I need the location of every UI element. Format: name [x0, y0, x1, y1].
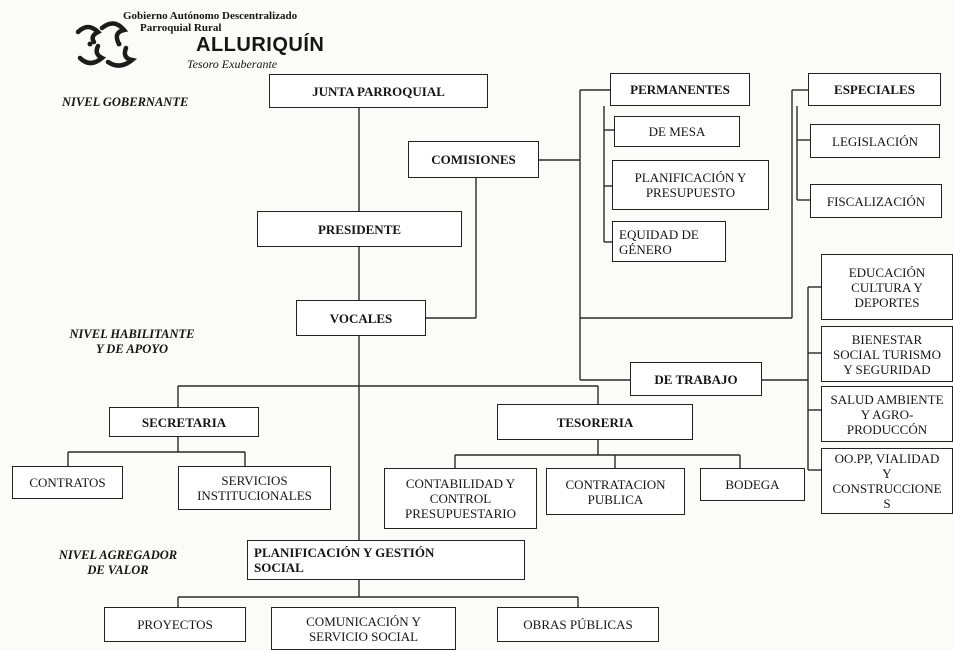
org-name-line1: Gobierno Autónomo Descentralizado [123, 10, 298, 22]
node-proyectos: PROYECTOS [104, 607, 246, 642]
node-permanentes: PERMANENTES [610, 73, 750, 106]
node-bienestar-social: BIENESTAR SOCIAL TURISMO Y SEGURIDAD [821, 326, 953, 382]
node-bodega: BODEGA [700, 468, 805, 501]
node-de-mesa: DE MESA [614, 116, 740, 147]
node-legislacion: LEGISLACIÓN [810, 124, 940, 158]
node-obras-vialidad: OO.PP, VIALIDAD Y CONSTRUCCIONE S [821, 448, 953, 514]
node-vocales: VOCALES [296, 300, 426, 336]
node-especiales: ESPECIALES [808, 73, 941, 106]
node-servicios-institucionales: SERVICIOS INSTITUCIONALES [178, 466, 331, 510]
level-gobernante: NIVEL GOBERNANTE [62, 95, 189, 109]
node-educacion-cultura-deportes: EDUCACIÓN CULTURA Y DEPORTES [821, 254, 953, 320]
node-comunicacion-servicio-social: COMUNICACIÓN Y SERVICIO SOCIAL [271, 607, 456, 650]
level-habilitante: NIVEL HABILITANTE Y DE APOYO [69, 327, 195, 356]
node-fiscalizacion: FISCALIZACIÓN [810, 184, 942, 218]
node-planificacion-gestion-social: PLANIFICACIÓN Y GESTIÓN SOCIAL [247, 540, 525, 580]
parish-name: ALLURIQUÍN [196, 34, 325, 56]
node-equidad-genero: EQUIDAD DE GÉNERO [612, 221, 726, 262]
org-name-line2: Parroquial Rural [140, 22, 222, 34]
node-secretaria: SECRETARIA [109, 407, 259, 437]
node-contratacion-publica: CONTRATACION PUBLICA [546, 468, 685, 515]
node-salud-ambiente: SALUD AMBIENTE Y AGRO- PRODUCCÓN [821, 386, 953, 442]
node-junta-parroquial: JUNTA PARROQUIAL [269, 74, 488, 108]
node-presidente: PRESIDENTE [257, 211, 462, 247]
level-agregador: NIVEL AGREGADOR DE VALOR [58, 548, 178, 577]
node-obras-publicas: OBRAS PÚBLICAS [497, 607, 659, 642]
parish-logo-icon [75, 21, 138, 68]
node-tesoreria: TESORERIA [497, 404, 693, 440]
node-contabilidad: CONTABILIDAD Y CONTROL PRESUPUESTARIO [384, 468, 537, 529]
node-contratos: CONTRATOS [12, 466, 123, 499]
parish-tagline: Tesoro Exuberante [187, 57, 278, 71]
node-de-trabajo: DE TRABAJO [630, 362, 762, 396]
node-comisiones: COMISIONES [408, 141, 539, 178]
node-planificacion-presupuesto: PLANIFICACIÓN Y PRESUPUESTO [612, 160, 769, 210]
